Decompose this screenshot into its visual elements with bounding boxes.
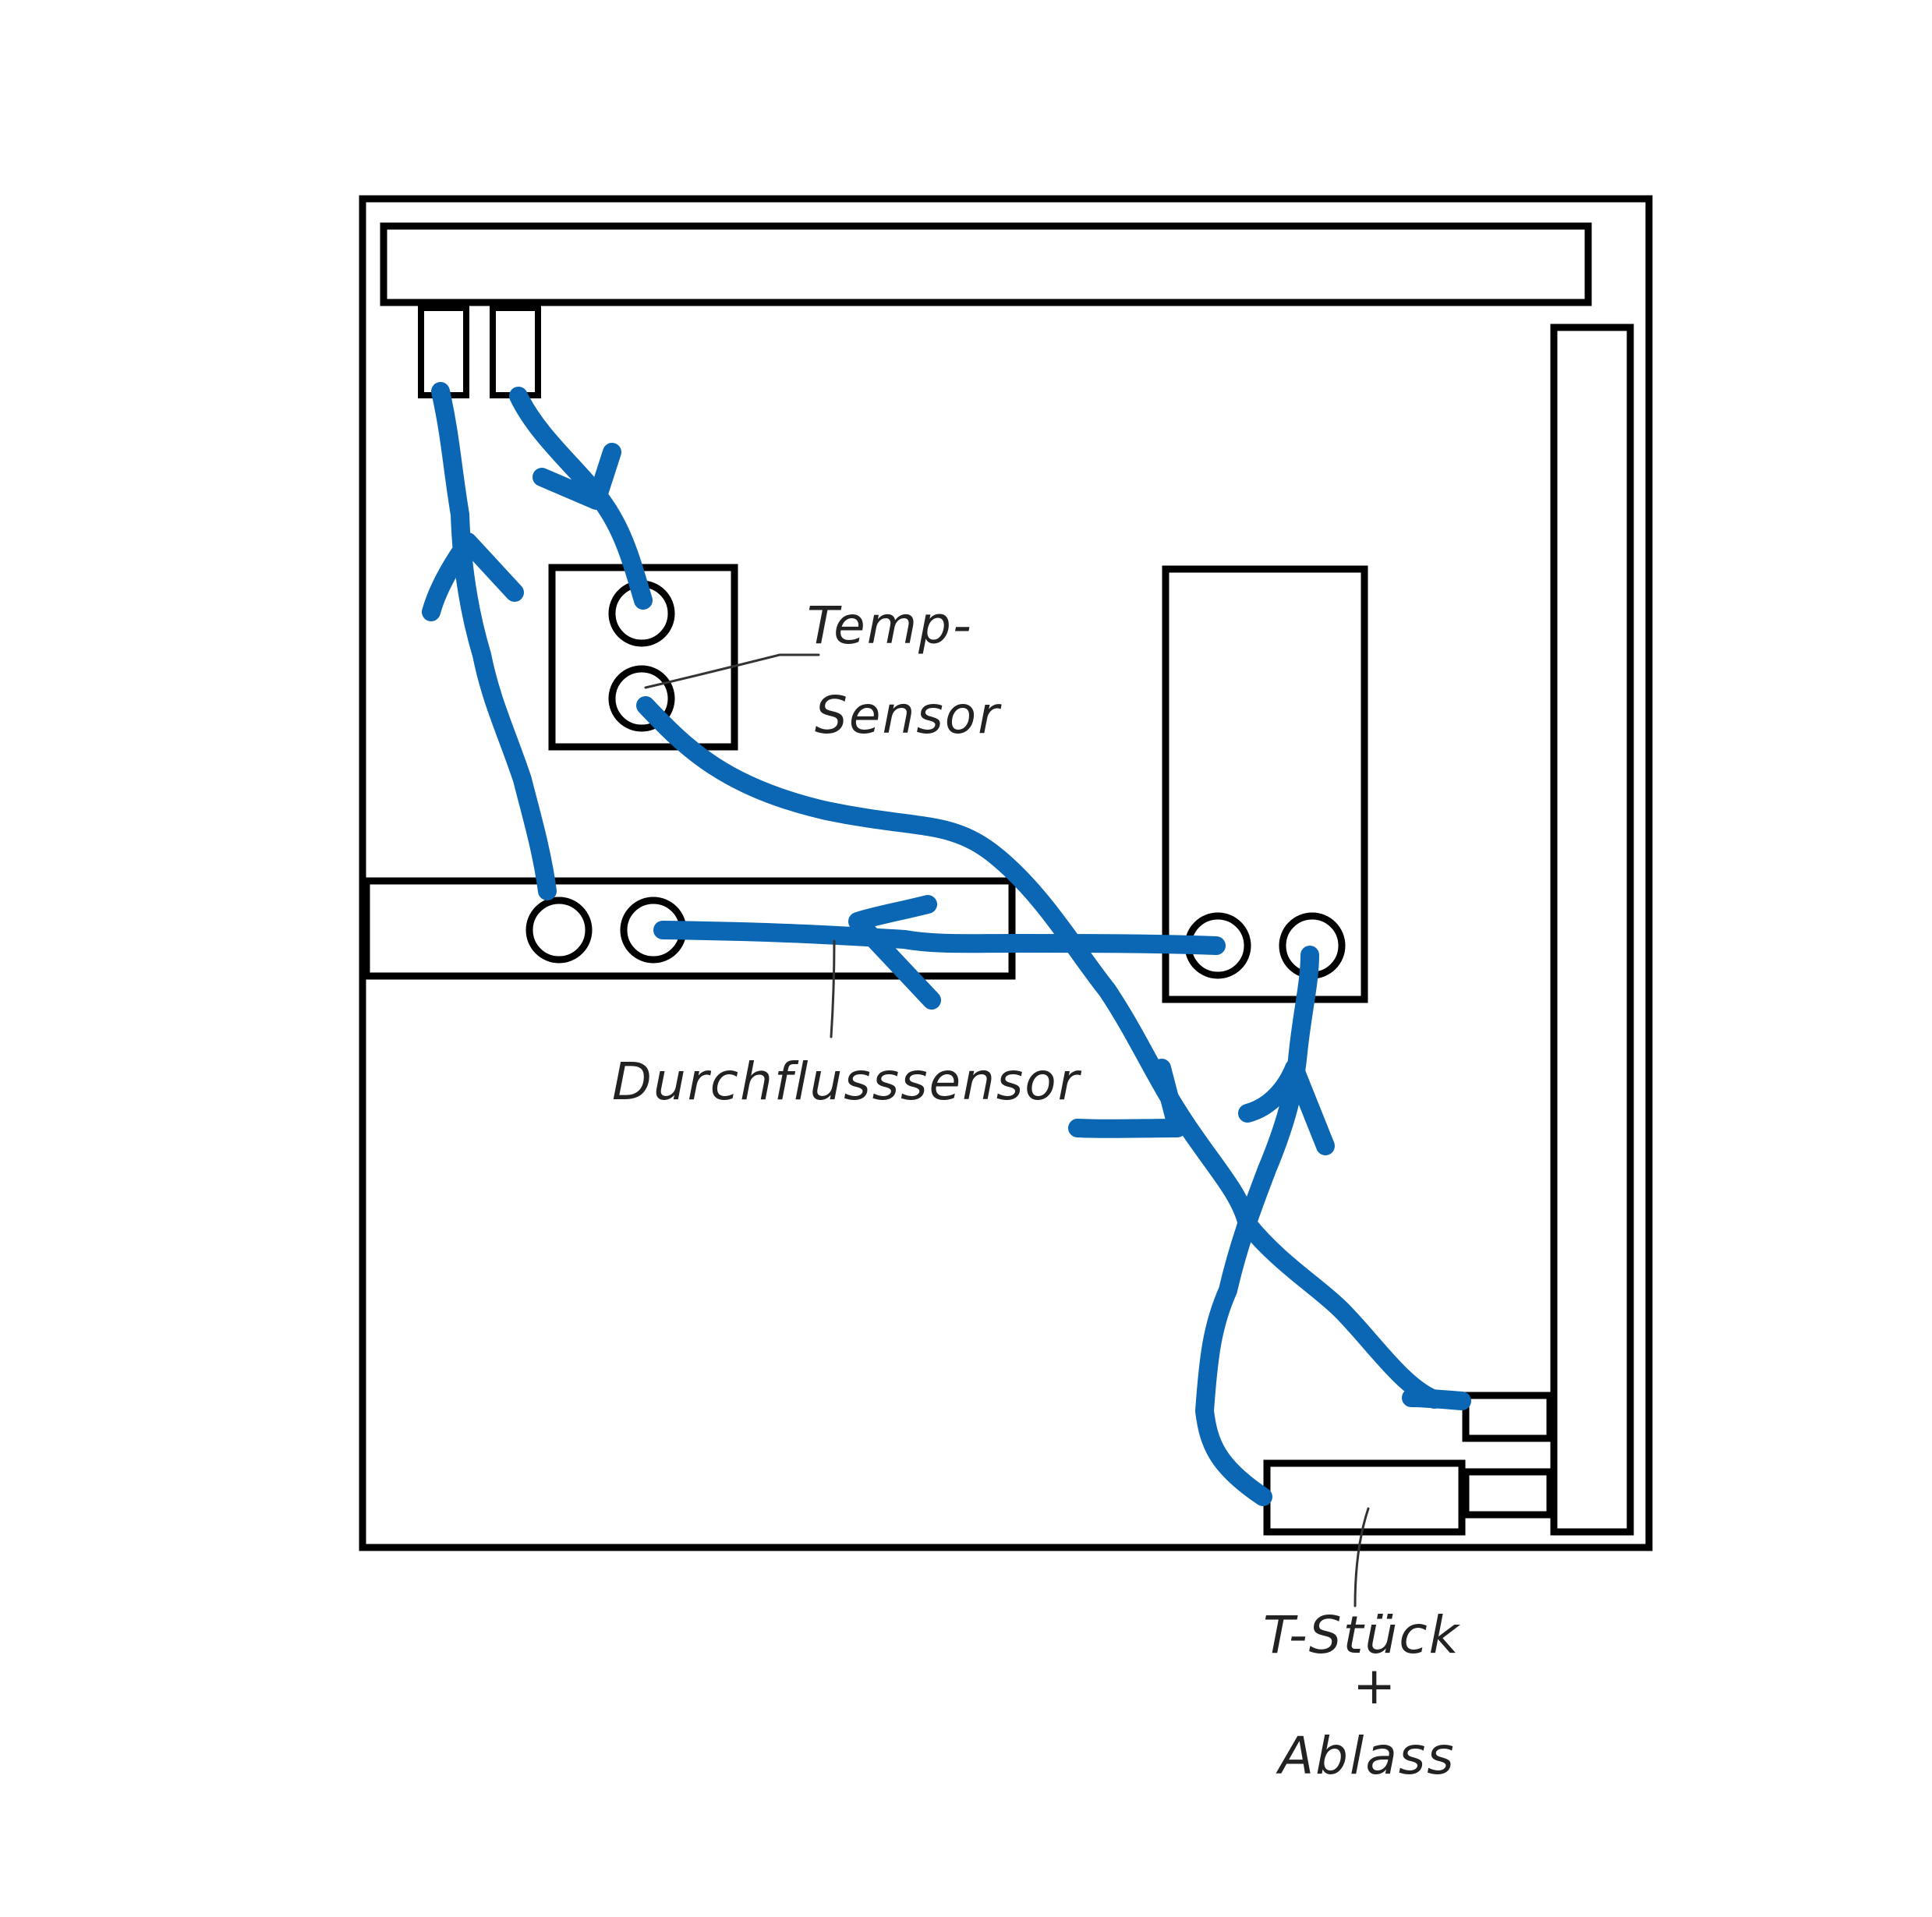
tee-upper-port	[1462, 1392, 1554, 1442]
tee-label-line2: +	[1353, 1656, 1397, 1716]
tee-fitting	[1263, 1459, 1466, 1536]
flow-sensor-leader	[830, 939, 836, 1038]
side-radiator	[1550, 324, 1634, 1536]
top-radiator	[380, 222, 1592, 306]
flow-path-cpu-to-crossover	[636, 696, 1444, 1409]
temp-sensor-leader	[644, 653, 820, 689]
flow-arrowhead	[1238, 1059, 1335, 1155]
tee-lower-port	[1462, 1468, 1554, 1519]
radiator-port-left	[418, 305, 469, 398]
flow-path-flowsensor-to-radiator	[431, 382, 557, 900]
flow-sensor-label: Durchflusssensor	[612, 1052, 1082, 1112]
tee-label-line1: T-Stück	[1263, 1605, 1461, 1665]
flow-sensor-port-left	[525, 897, 593, 964]
temp-sensor-label-line2: Sensor	[815, 685, 1002, 745]
flow-arrowhead	[533, 443, 621, 510]
flow-path-tee-to-gpu	[1195, 946, 1319, 1506]
flow-lines	[422, 382, 1471, 1506]
radiator-port-right	[490, 305, 541, 398]
tee-leader	[1353, 1507, 1370, 1608]
tee-label-line3: Ablass	[1276, 1726, 1456, 1786]
flow-arrowhead	[422, 532, 524, 621]
flow-path-to-tee-upper	[1402, 1388, 1471, 1410]
flow-path-gpu-to-flowsensor	[653, 921, 1226, 955]
flow-arrowhead	[1068, 1059, 1187, 1138]
flow-arrowhead	[848, 895, 941, 1010]
temp-sensor-label-line1: Temp-	[807, 596, 973, 656]
